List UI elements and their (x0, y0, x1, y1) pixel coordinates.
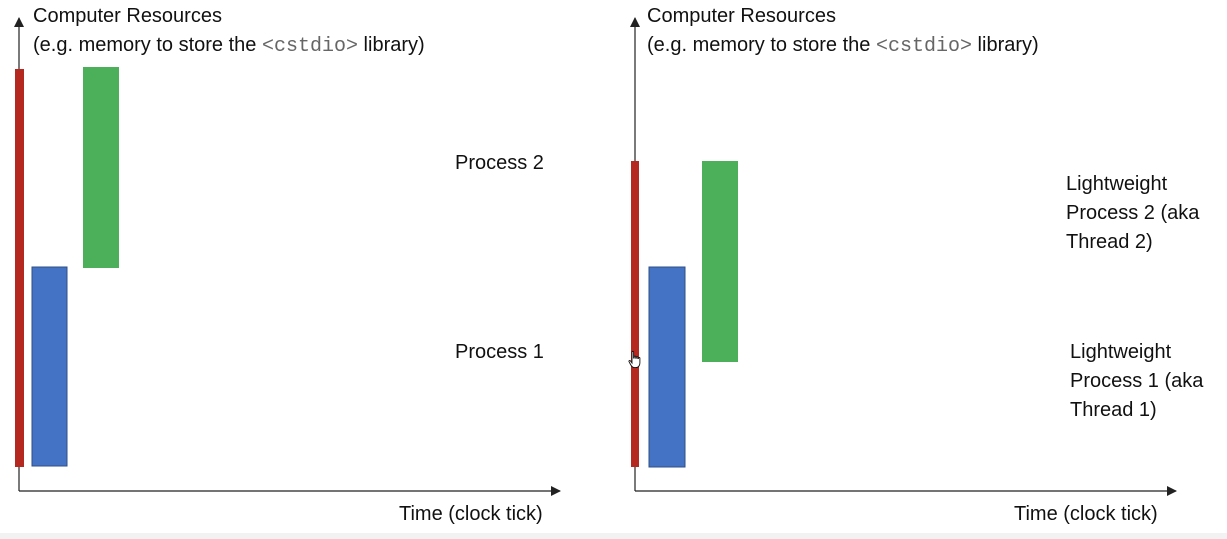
right-y-axis-title: Computer Resources (647, 5, 836, 27)
right-y-axis-subtitle: (e.g. memory to store the <cstdio> libra… (647, 31, 1039, 61)
right-shared-resource-bar (631, 161, 639, 467)
left-process-2-label: Process 2 (455, 152, 544, 174)
left-y-axis-subtitle: (e.g. memory to store the <cstdio> libra… (33, 31, 425, 61)
left-y-axis-subtitle-post: library) (358, 34, 425, 56)
right-thread-2-label-line-1: Lightweight (1066, 173, 1168, 195)
left-process-1-label: Process 1 (455, 341, 544, 363)
left-process-1-bar (31, 266, 68, 467)
right-x-axis-title: Time (clock tick) (1014, 503, 1158, 525)
hand-pointer-cursor-icon (628, 351, 641, 369)
right-thread-1-label-line-3: Thread 1) (1070, 399, 1157, 421)
right-thread-1-bar (648, 266, 686, 468)
left-y-axis-title: Computer Resources (33, 5, 222, 27)
left-process-2-bar (83, 67, 119, 268)
right-y-axis-subtitle-post: library) (972, 34, 1039, 56)
right-thread-1-label-line-2: Process 1 (aka (1070, 370, 1204, 392)
left-x-axis-title: Time (clock tick) (399, 503, 543, 525)
right-thread-1-label-line-1: Lightweight (1070, 341, 1172, 363)
left-shared-resource-bar (15, 69, 24, 467)
right-thread-2-bar (702, 161, 738, 362)
right-y-axis-subtitle-pre: (e.g. memory to store the (647, 34, 876, 56)
left-y-axis-subtitle-code: <cstdio> (261, 35, 358, 58)
bottom-edge-strip (0, 533, 1227, 539)
right-thread-2-label-line-2: Process 2 (aka (1066, 202, 1200, 224)
right-y-axis-subtitle-code: <cstdio> (875, 35, 972, 58)
left-y-axis-subtitle-pre: (e.g. memory to store the (33, 34, 262, 56)
right-thread-2-label-line-3: Thread 2) (1066, 231, 1153, 253)
